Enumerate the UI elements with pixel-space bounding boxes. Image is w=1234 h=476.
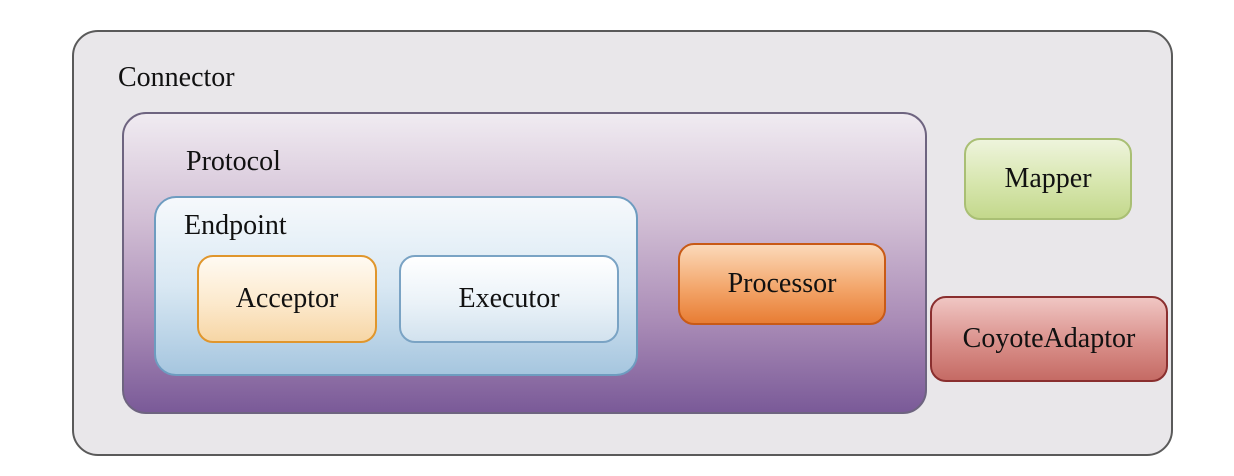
coyote-adaptor-box: CoyoteAdaptor: [930, 296, 1168, 382]
processor-label: Processor: [727, 268, 837, 299]
acceptor-box: Acceptor: [197, 255, 377, 343]
executor-label: Executor: [458, 283, 560, 314]
protocol-label: Protocol: [186, 146, 281, 177]
connector-container: Connector Protocol Endpoint Acceptor Exe…: [72, 30, 1173, 456]
mapper-box: Mapper: [964, 138, 1132, 220]
processor-box: Processor: [678, 243, 886, 325]
mapper-label: Mapper: [1004, 163, 1092, 194]
endpoint-container: Endpoint Acceptor Executor: [154, 196, 638, 376]
executor-box: Executor: [399, 255, 619, 343]
acceptor-label: Acceptor: [235, 283, 339, 314]
endpoint-label: Endpoint: [184, 210, 287, 241]
coyote-adaptor-label: CoyoteAdaptor: [962, 323, 1136, 354]
connector-label: Connector: [118, 62, 235, 93]
